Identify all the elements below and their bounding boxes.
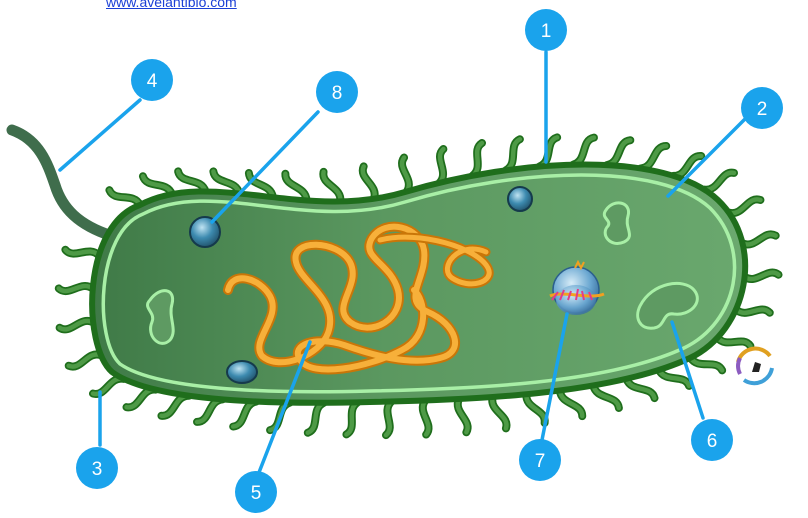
callout-8[interactable]: 8 <box>316 71 358 113</box>
callout-line-2 <box>668 118 746 196</box>
callout-7[interactable]: 7 <box>519 439 561 481</box>
callout-number: 3 <box>92 459 103 480</box>
callout-number: 5 <box>251 483 262 504</box>
callout-number: 2 <box>757 99 768 120</box>
callout-4[interactable]: 4 <box>131 59 173 101</box>
callout-3[interactable]: 3 <box>76 447 118 489</box>
callout-number: 7 <box>535 451 546 472</box>
callout-1[interactable]: 1 <box>525 9 567 51</box>
callout-6[interactable]: 6 <box>691 419 733 461</box>
callout-number: 1 <box>541 21 552 42</box>
callout-5[interactable]: 5 <box>235 471 277 513</box>
logo <box>738 349 772 384</box>
callout-number: 6 <box>707 431 718 452</box>
flagellum <box>12 130 112 236</box>
callout-line-4 <box>60 100 140 170</box>
callout-number: 4 <box>147 71 158 92</box>
callout-number: 8 <box>332 83 343 104</box>
callout-2[interactable]: 2 <box>741 87 783 129</box>
